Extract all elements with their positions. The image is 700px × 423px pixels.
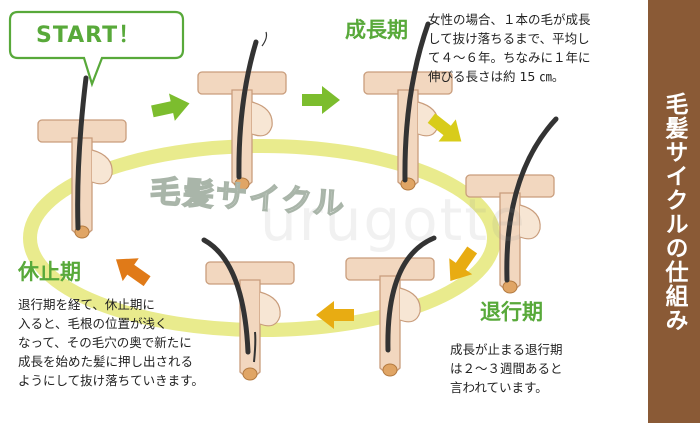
regression-phase-text: 成長が止まる退行期 は２～３週間あると 言われています。 xyxy=(450,342,563,395)
follicle-2 xyxy=(197,31,287,191)
follicle-4 xyxy=(465,116,559,294)
regression-phase-label: 退行期 xyxy=(480,300,543,324)
follicle-5 xyxy=(345,235,437,377)
rest-phase-label: 休止期 xyxy=(18,260,81,284)
arrow-2 xyxy=(302,86,340,114)
follicle-start xyxy=(37,75,127,239)
title-bar xyxy=(648,0,700,423)
arrow-4 xyxy=(449,246,478,282)
arrow-5 xyxy=(316,301,354,329)
arrow-1 xyxy=(151,93,190,121)
arrow-6 xyxy=(115,258,151,287)
growth-phase-label: 成長期 xyxy=(345,18,408,42)
page-title: 毛髪サイクルの仕組み xyxy=(661,91,687,332)
start-label: START！ xyxy=(36,23,142,48)
follicle-3 xyxy=(363,21,453,191)
start-bubble xyxy=(8,10,185,88)
cycle-ellipse xyxy=(23,139,501,337)
arrow-3 xyxy=(427,113,462,142)
watermark: urugotte xyxy=(260,186,527,254)
follicle-6 xyxy=(201,237,295,381)
rest-phase-text: 退行期を経て、休止期に 入ると、毛根の位置が浅く なって、その毛穴の奥で新たに … xyxy=(18,297,204,388)
growth-phase-text: 女性の場合、１本の毛が成長 して抜け落ちるまで、平均し て４～６年。ちなみに１年… xyxy=(428,12,591,84)
